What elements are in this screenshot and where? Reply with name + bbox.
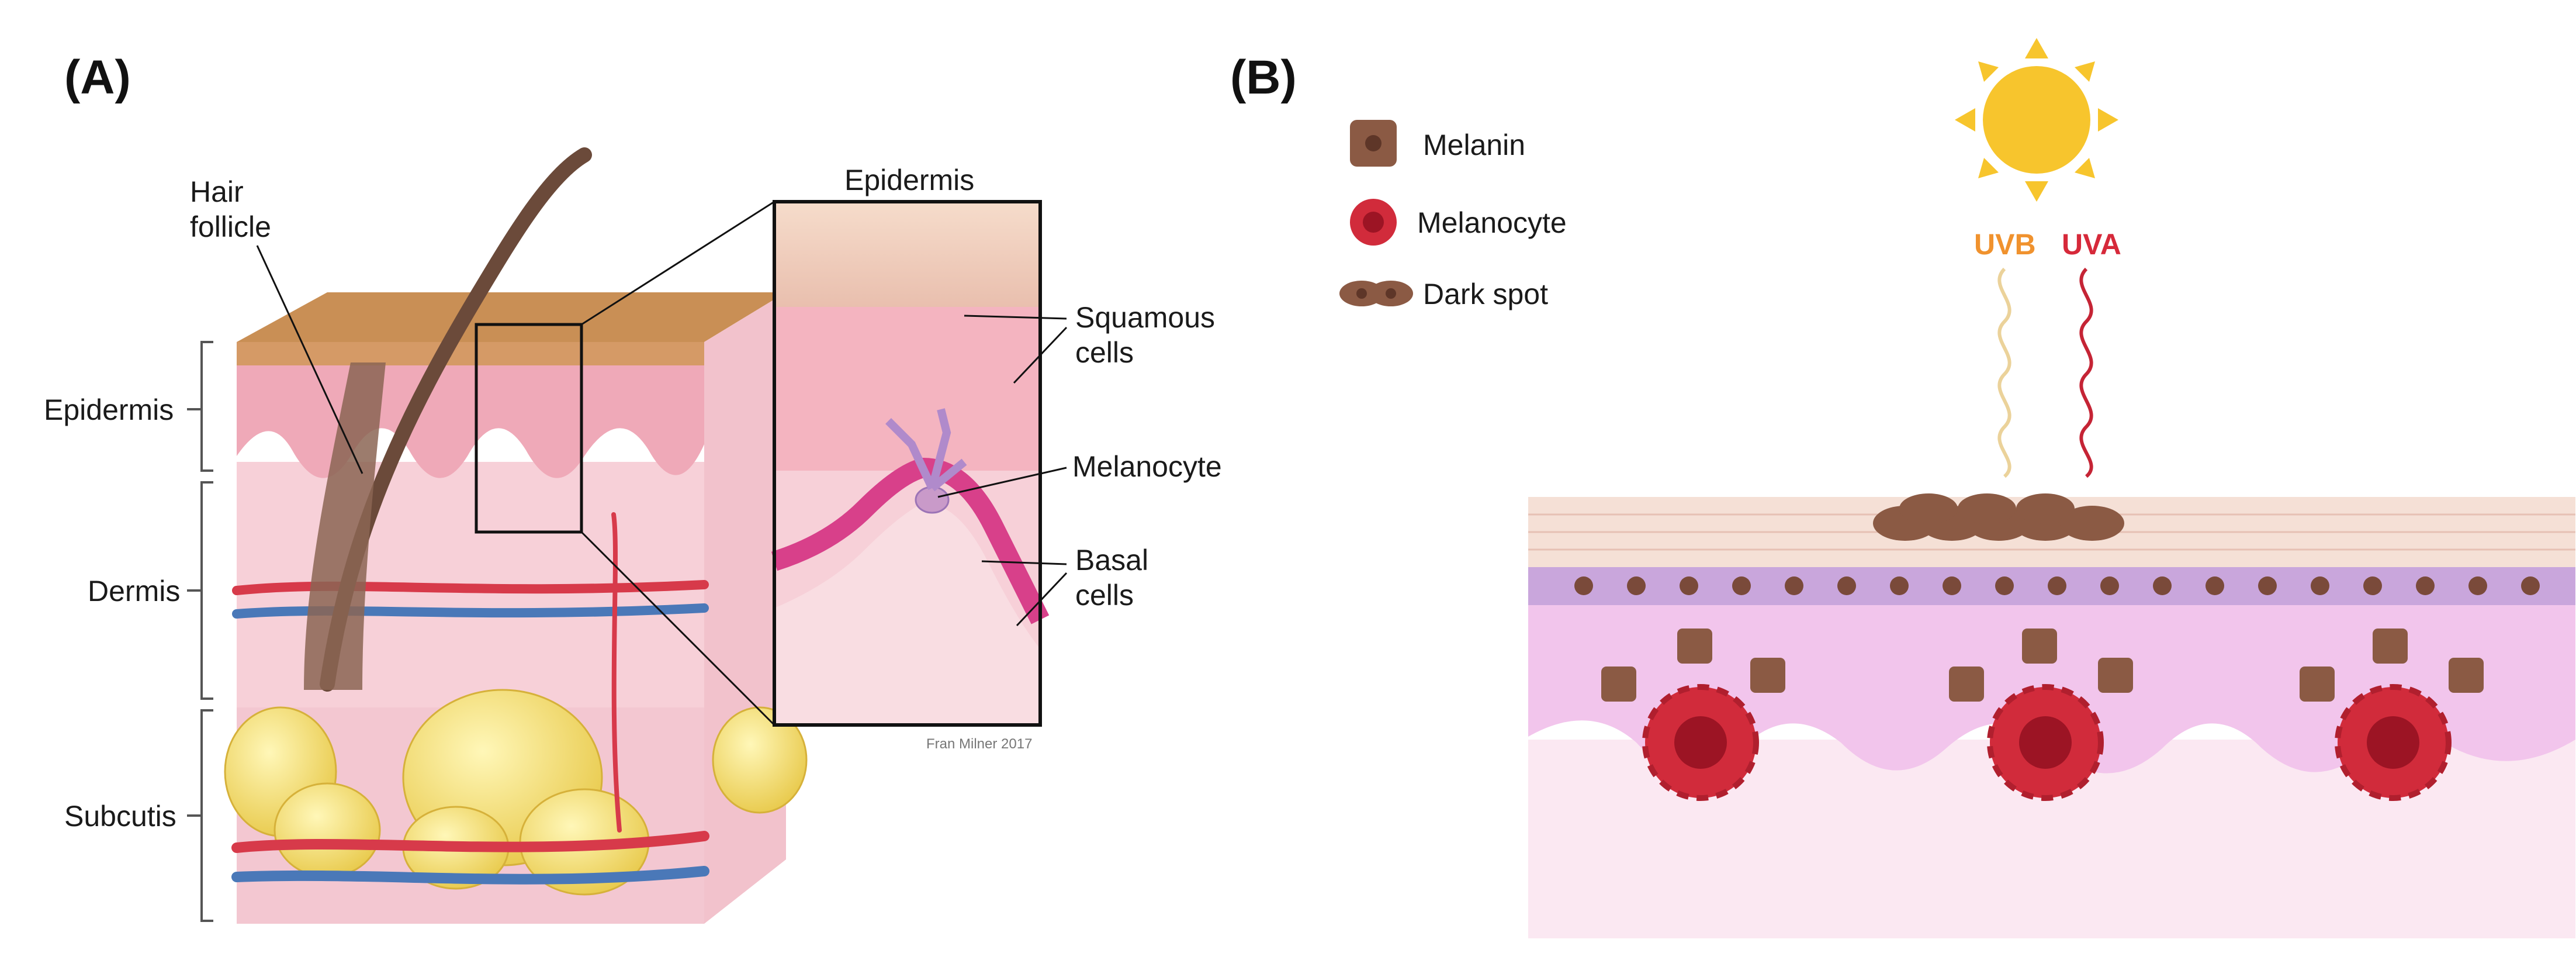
basal-label-line2: cells bbox=[1075, 579, 1134, 612]
squamous-leaders bbox=[964, 315, 1068, 384]
uva-wave bbox=[2079, 267, 2093, 478]
melanocyte-icon bbox=[1350, 199, 1397, 246]
epidermis-inset bbox=[771, 200, 1050, 727]
sun-icon bbox=[1955, 38, 2118, 202]
dermis-label: Dermis bbox=[88, 575, 180, 607]
skin-cross-section bbox=[1528, 493, 2575, 938]
melanocyte-leader bbox=[937, 467, 1067, 498]
skin-block bbox=[224, 147, 808, 924]
legend-melanin-label: Melanin bbox=[1423, 129, 1525, 161]
melanocyte-cell bbox=[1987, 684, 2104, 801]
hair-follicle-label-line2: follicle bbox=[190, 210, 271, 243]
squamous-label-line2: cells bbox=[1075, 336, 1134, 369]
dark-spot-icon bbox=[1339, 281, 1413, 306]
blood-vessels bbox=[231, 512, 709, 885]
uva-label: UVA bbox=[2062, 228, 2121, 261]
zoom-source-box bbox=[475, 323, 583, 534]
image-credit: Fran Milner 2017 bbox=[926, 736, 1032, 752]
dark-spot-cluster bbox=[1873, 493, 2124, 541]
skin-surface bbox=[237, 292, 786, 342]
legend-melanocyte-label: Melanocyte bbox=[1417, 206, 1567, 239]
subcutis-label: Subcutis bbox=[64, 800, 176, 833]
squamous-label-line1: Squamous bbox=[1075, 301, 1215, 334]
uvb-label: UVB bbox=[1974, 228, 2036, 261]
basal-leaders bbox=[981, 560, 1068, 627]
hair-follicle bbox=[304, 362, 386, 690]
melanocyte-label: Melanocyte bbox=[1072, 450, 1222, 483]
legend: Melanin Melanocyte Dark spot bbox=[1339, 120, 1567, 310]
panel-a: (A) bbox=[44, 51, 1222, 924]
legend-dark-spot-label: Dark spot bbox=[1423, 278, 1548, 310]
hair-follicle-label-line1: Hair bbox=[190, 175, 244, 208]
panel-b-label: (B) bbox=[1230, 51, 1297, 104]
melanocytes bbox=[1642, 684, 2452, 801]
layer-brackets bbox=[187, 341, 213, 922]
melanocyte-cell bbox=[1642, 684, 1759, 801]
melanocyte-cell bbox=[2335, 684, 2452, 801]
basal-label-line1: Basal bbox=[1075, 544, 1148, 576]
panel-a-label: (A) bbox=[64, 51, 131, 104]
inset-epidermis-label: Epidermis bbox=[844, 164, 974, 196]
inset-melanocyte bbox=[885, 408, 967, 514]
basal-nuclei bbox=[1574, 576, 2540, 595]
epidermis-label: Epidermis bbox=[44, 393, 174, 426]
melanin-granules bbox=[1601, 629, 2484, 702]
hair-follicle-leader bbox=[256, 245, 363, 474]
fat-lobules bbox=[224, 689, 808, 896]
panel-b: (B) Melanin Melanocyte Dark spot bbox=[1230, 38, 2575, 938]
uvb-wave bbox=[1997, 267, 2011, 478]
